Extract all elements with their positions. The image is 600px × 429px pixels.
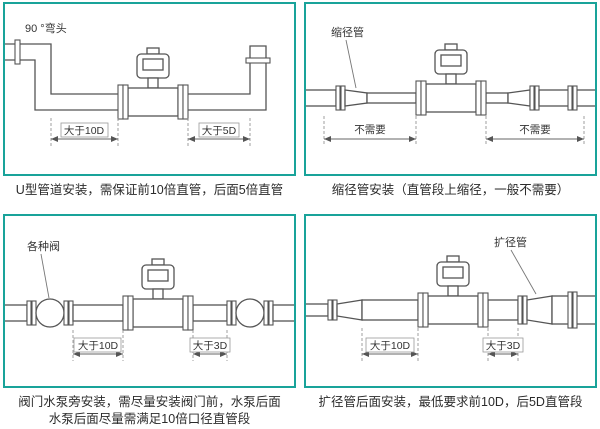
valve-pipework [5, 298, 294, 328]
valve-pump-diagram-box: 各种阀 [3, 214, 296, 388]
dimension-right: 大于3D [482, 328, 524, 361]
pump-icon [235, 298, 265, 328]
elbow-label: 90 °弯头 [25, 21, 67, 35]
dimension-left: 大于10D [72, 330, 124, 361]
dimension-right: 大于5D [187, 118, 251, 146]
u-type-diagram-box: 90 °弯头 大于10D [3, 2, 296, 176]
dimension-left: 不需要 [323, 116, 417, 146]
dim-right-label: 大于3D [486, 339, 521, 352]
reducer-caption: 缩径管安装（直管段上缩径，一般不需要） [331, 183, 570, 197]
expander-caption: 扩径管后面安装，最低要求前10D，后5D直管段 [318, 395, 583, 409]
flowmeter-icon [117, 47, 189, 120]
dim-left-label: 大于10D [370, 339, 411, 352]
valve-leader-line [40, 253, 50, 299]
dimension-left: 大于10D [361, 328, 419, 361]
dim-left-label: 大于10D [64, 124, 105, 137]
valve-pump-caption: 阀门水泵旁安装，需尽量安装阀门前，水泵后面 水泵后面尽量需满足10倍口径直管段 [18, 395, 281, 426]
reducer-diagram: 缩径管 [306, 25, 595, 146]
flowmeter-icon [417, 255, 489, 328]
dim-right-label: 大于3D [193, 339, 228, 352]
u-type-diagram: 90 °弯头 大于10D [5, 21, 271, 146]
reducer-leader-line [345, 39, 357, 89]
expander-diagram-box: 扩径管 [304, 214, 597, 388]
flowmeter-icon [122, 258, 194, 331]
valve-pump-diagram: 各种阀 [5, 239, 294, 361]
dim-left-label: 大于10D [78, 339, 119, 352]
flowmeter-icon [415, 43, 487, 116]
valve-icon [35, 298, 65, 328]
expander-diagram: 扩径管 [306, 235, 595, 361]
dim-right-label: 不需要 [519, 124, 551, 136]
panel-expander-installation: 扩径管 [304, 214, 597, 427]
panel-reducer-installation: 缩径管 [304, 2, 597, 214]
dimension-right: 不需要 [485, 116, 585, 146]
dimension-right: 大于3D [189, 330, 231, 361]
expander-label: 扩径管 [494, 235, 527, 249]
expander-leader-line [510, 249, 537, 295]
expander-pipework [306, 291, 595, 329]
valve-label: 各种阀 [27, 239, 60, 253]
dim-left-label: 不需要 [354, 124, 386, 136]
dim-right-label: 大于5D [202, 124, 237, 137]
reducer-diagram-box: 缩径管 [304, 2, 597, 176]
panel-u-type-installation: 90 °弯头 大于10D [3, 2, 296, 214]
dimension-left: 大于10D [50, 118, 119, 146]
reducer-label: 缩径管 [331, 25, 364, 39]
u-type-caption: U型管道安装，需保证前10倍直管，后面5倍直管 [15, 183, 284, 197]
panel-valve-pump-installation: 各种阀 [3, 214, 296, 427]
